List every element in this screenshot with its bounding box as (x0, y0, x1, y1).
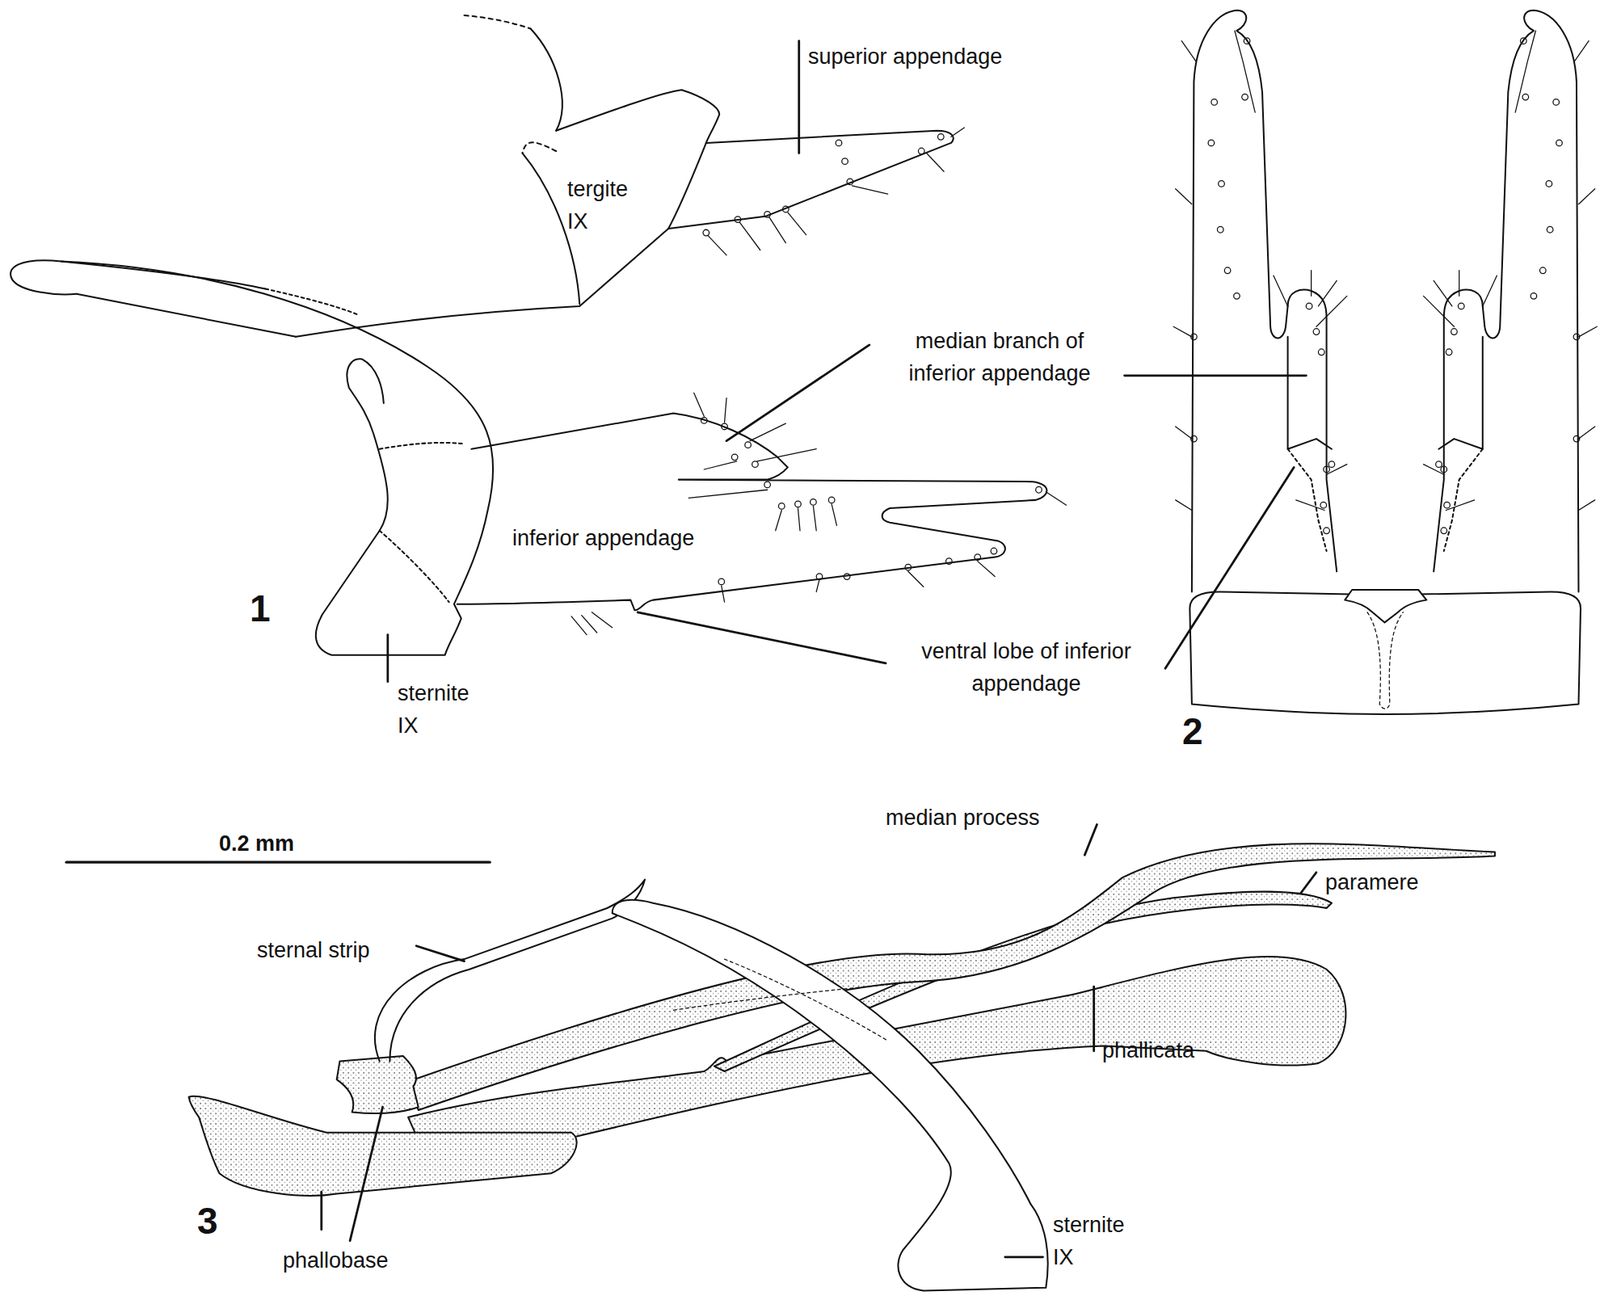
part-label: tergite IX (567, 172, 628, 238)
figure-number: 1 (249, 588, 271, 629)
part-label: phallicata (1102, 1034, 1195, 1067)
part-label: sternite IX (1052, 1208, 1125, 1274)
figure-number: 2 (1182, 711, 1204, 752)
part-label: ventral lobe of inferior appendage (921, 635, 1132, 700)
part-label: median process (885, 801, 1040, 834)
part-label: sternal strip (256, 934, 371, 967)
part-label: inferior appendage (512, 522, 695, 555)
part-label: median branch of inferior appendage (894, 324, 1105, 390)
part-label: superior appendage (808, 40, 1003, 73)
part-label: sternite IX (397, 677, 470, 742)
scale-label: 0.2 mm (218, 827, 295, 860)
part-label: phallobase (282, 1244, 389, 1277)
figure-number: 3 (197, 1200, 219, 1242)
part-label: paramere (1325, 866, 1419, 899)
